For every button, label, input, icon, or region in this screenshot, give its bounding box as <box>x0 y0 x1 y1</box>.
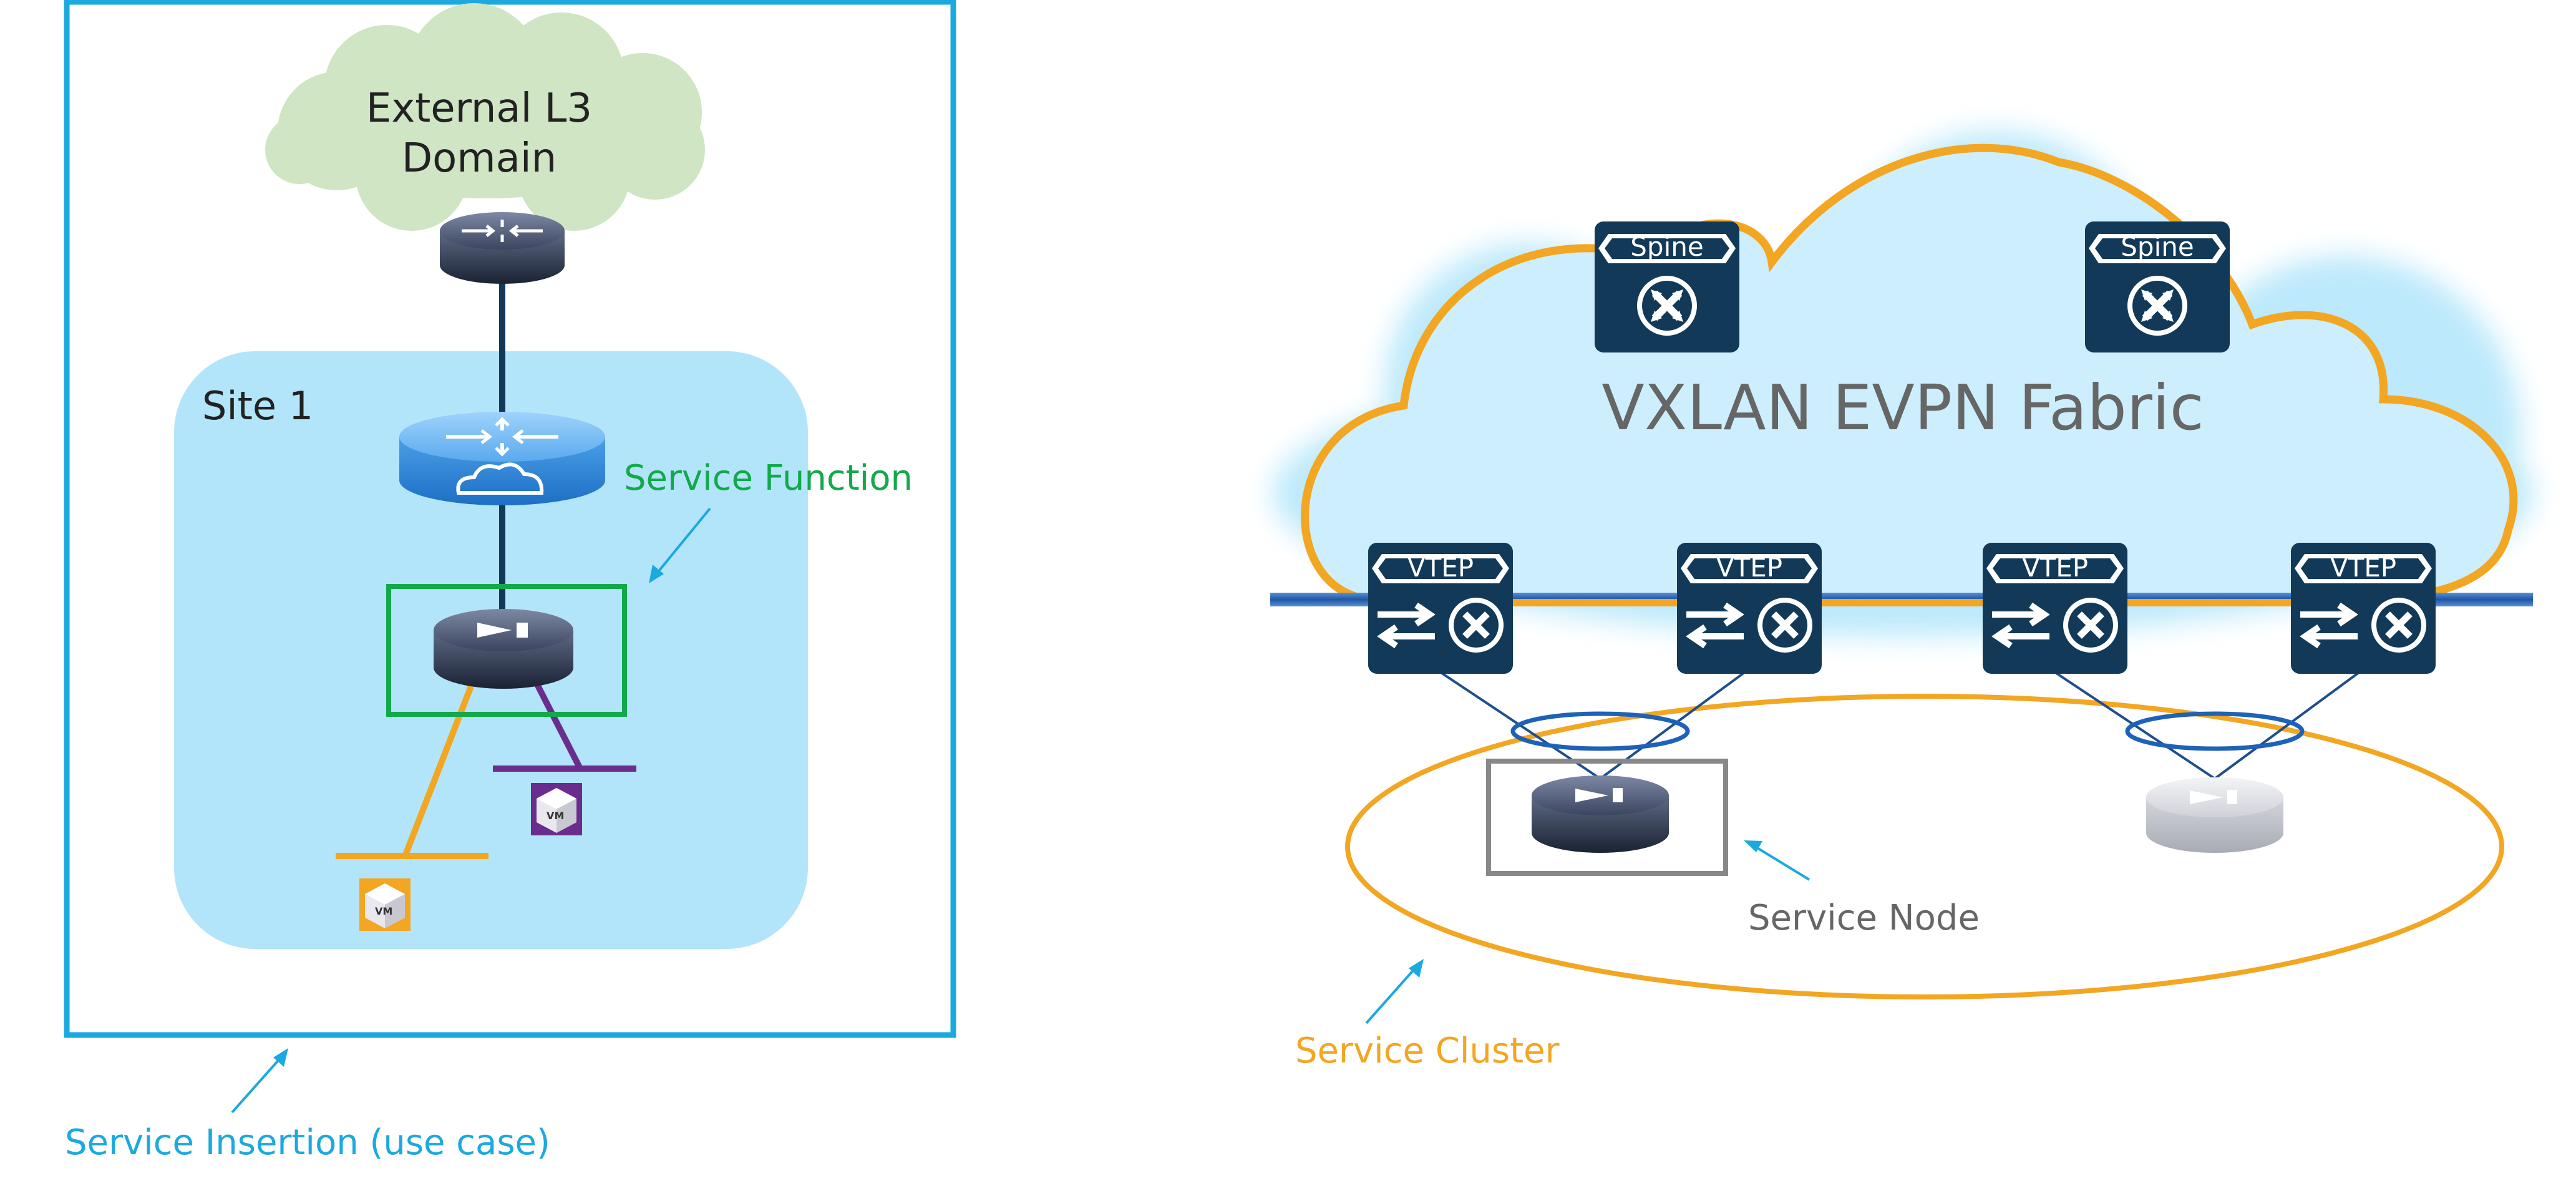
use-case-arrow-head <box>273 1048 288 1067</box>
spine-2-label: Spine <box>2121 231 2194 262</box>
use-case-arrow-shaft <box>231 1055 283 1114</box>
service-node-box <box>1486 759 1728 876</box>
vm-label-orange: VM <box>375 905 392 917</box>
vtep-switch-1: VTEP <box>1368 543 1513 674</box>
service-cluster-label: Service Cluster <box>1295 1031 1560 1071</box>
spine-switch-1: Spine <box>1595 221 1739 352</box>
service-cluster-arrow-shaft <box>1365 966 1417 1024</box>
service-function-arrow-head <box>649 565 664 583</box>
vtep-2-label: VTEP <box>1716 552 1782 583</box>
standby-service-node-icon <box>2146 777 2283 853</box>
service-node-label: Service Node <box>1748 898 1980 938</box>
site-label: Site 1 <box>202 383 313 429</box>
link-service-to-purple-segment <box>533 681 583 770</box>
cloud-label-line1: External L3 <box>366 85 592 132</box>
service-cluster-arrow-head <box>1409 959 1424 978</box>
vtep-switch-4: VTEP <box>2291 543 2436 674</box>
use-case-label: Service Insertion (use case) <box>65 1122 550 1163</box>
vtep-switch-2: VTEP <box>1677 543 1822 674</box>
service-insertion-box <box>64 0 956 1038</box>
vtep-1-label: VTEP <box>1407 552 1474 583</box>
vm-label-purple: VM <box>547 810 564 822</box>
service-function-label: Service Function <box>624 458 913 498</box>
service-function-arrow-shaft <box>653 507 711 578</box>
spine-1-label: Spine <box>1630 231 1703 262</box>
service-node-arrow-head <box>1744 840 1762 852</box>
vtep-3-label: VTEP <box>2022 552 2088 583</box>
fabric-label: VXLAN EVPN Fabric <box>1601 371 2204 444</box>
spine-switch-2: Spine <box>2085 221 2230 352</box>
service-function-box <box>386 584 627 717</box>
vm-icon-orange: VM <box>359 878 411 931</box>
vtep-switch-3: VTEP <box>1983 543 2127 674</box>
service-cluster-ellipse <box>1345 694 2504 999</box>
vtep-4-label: VTEP <box>2330 552 2396 583</box>
external-router-icon <box>440 212 565 284</box>
service-node-device-icon <box>1532 775 1669 853</box>
service-function-device-icon <box>434 609 573 689</box>
external-l3-cloud: External L3 Domain <box>265 3 705 231</box>
right-panel: VXLAN EVPN Fabric <box>1270 131 2533 1071</box>
left-panel: Site 1 External L3 Domain <box>64 0 956 1163</box>
port-channel-rings <box>1510 711 2305 751</box>
service-node-arrow-shaft <box>1752 844 1810 881</box>
cloud-label-line2: Domain <box>402 135 557 182</box>
vm-icon-purple: VM <box>531 783 582 835</box>
cloud-router-icon <box>399 412 605 505</box>
